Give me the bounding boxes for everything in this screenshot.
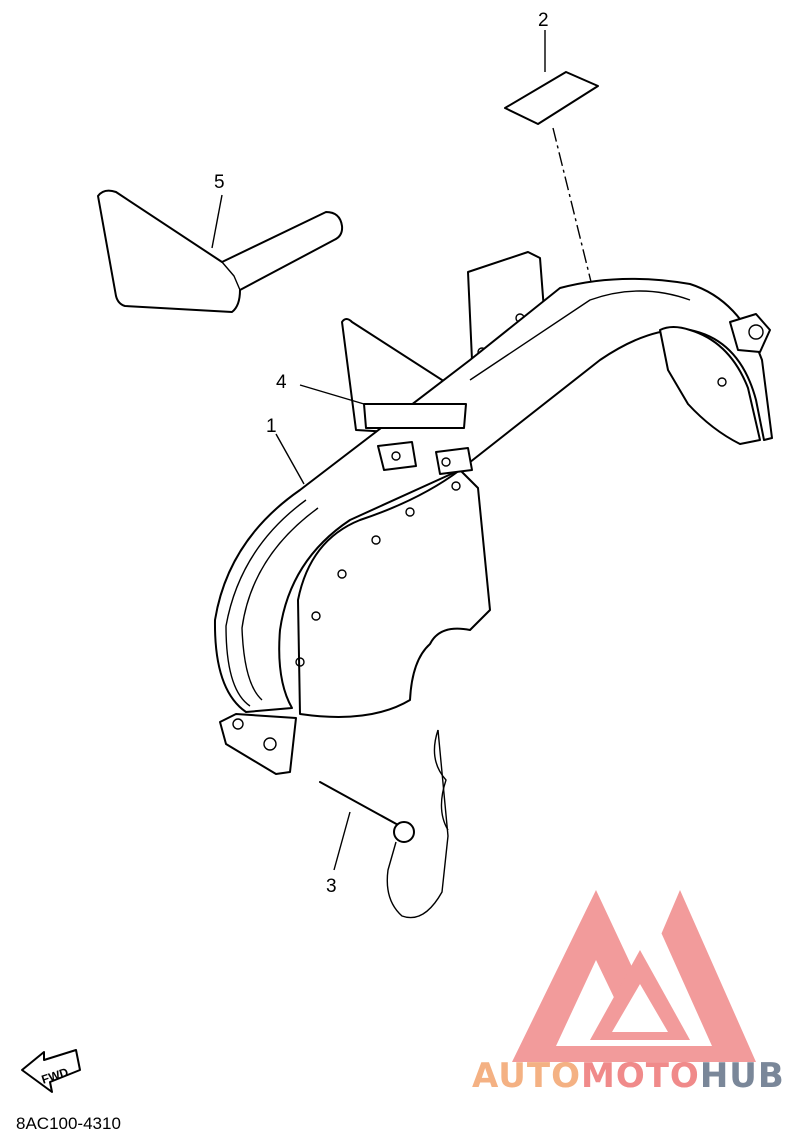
callout-2: 2 (538, 10, 549, 31)
watermark-logo-icon (512, 890, 756, 1062)
callout-3: 3 (326, 876, 337, 897)
part-3-pin (319, 729, 449, 919)
part-1-fender (213, 251, 773, 775)
diagram-code: 8AC100-4310 (16, 1114, 121, 1133)
part-5-v-pad (97, 189, 344, 313)
brand-hub: HUB (699, 1056, 785, 1096)
part-2-label-plate (504, 30, 599, 303)
callout-4: 4 (276, 372, 287, 393)
fwd-arrow-icon: FWD (21, 1049, 81, 1093)
callout-1: 1 (266, 416, 277, 437)
callout-5: 5 (214, 172, 225, 193)
part-4-plate (299, 384, 467, 429)
brand-auto: AUTO (472, 1056, 581, 1096)
brand-moto: MOTO (580, 1056, 700, 1096)
watermark-brand: AUTOMOTOHUB (472, 1056, 785, 1096)
